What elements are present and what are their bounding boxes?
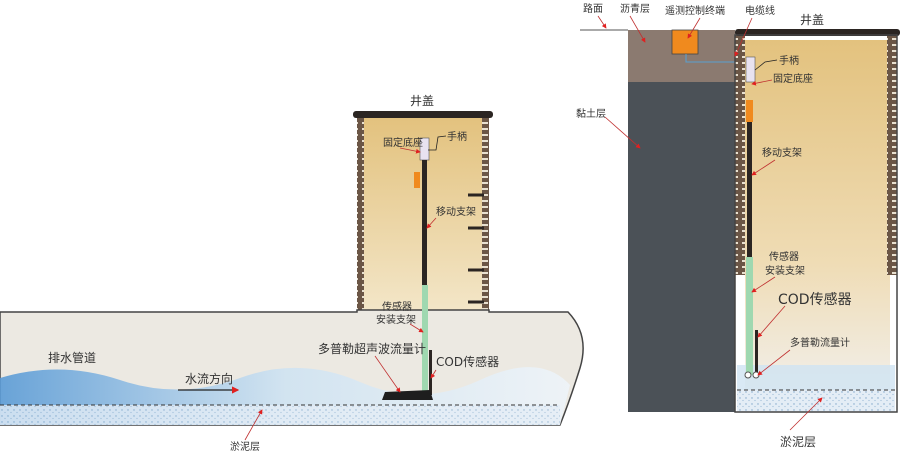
label-cod-sensor-right: COD传感器 bbox=[778, 291, 852, 308]
label-handle-right: 手柄 bbox=[779, 54, 799, 67]
telemetry-terminal bbox=[671, 29, 699, 55]
doppler-meter bbox=[382, 390, 433, 400]
label-road-surface: 路面 bbox=[583, 2, 603, 15]
sludge bbox=[0, 405, 560, 425]
ladder-steps bbox=[468, 193, 484, 304]
clay-layer bbox=[628, 82, 735, 412]
label-sludge-layer-right: 淤泥层 bbox=[780, 435, 816, 449]
label-sensor-mount-2: 安装支架 bbox=[376, 313, 416, 326]
moving-bracket-right bbox=[747, 122, 752, 257]
shaft-interior-right bbox=[745, 40, 890, 412]
label-doppler-meter: 多普勒超声波流量计 bbox=[318, 341, 426, 356]
fixed-base-right bbox=[745, 56, 756, 83]
shaft-wall-left bbox=[357, 118, 364, 312]
orange-module bbox=[414, 172, 420, 188]
shaft-wall-left-right bbox=[735, 35, 745, 275]
right-diagram: 路面 沥青层 遥测控制终端 电缆线 井盖 手柄 固定底座 黏土层 移动支架 传感… bbox=[576, 2, 900, 449]
doppler-meter-right bbox=[744, 371, 752, 379]
cod-sensor-probe bbox=[429, 350, 432, 395]
label-sensor-mount-right-1: 传感器 bbox=[769, 250, 799, 263]
shaft-outline bbox=[734, 34, 898, 413]
label-cod-sensor: COD传感器 bbox=[436, 354, 499, 369]
sensor-mount-bracket bbox=[422, 285, 428, 395]
sensor-mount-bracket-right bbox=[746, 257, 753, 375]
label-manhole-cover-right: 井盖 bbox=[800, 13, 824, 27]
shaft-wall-right bbox=[482, 118, 489, 312]
label-cable: 电缆线 bbox=[745, 4, 775, 17]
label-fixed-base-right: 固定底座 bbox=[773, 72, 813, 85]
manhole-cover bbox=[353, 111, 493, 118]
label-sludge-layer: 淤泥层 bbox=[230, 440, 260, 453]
label-sensor-mount-right-2: 安装支架 bbox=[765, 264, 805, 277]
orange-module-right bbox=[746, 100, 753, 122]
label-drain-pipe: 排水管道 bbox=[48, 350, 96, 365]
water-right bbox=[737, 365, 895, 390]
label-sensor-mount-1: 传感器 bbox=[382, 300, 412, 313]
label-moving-bracket: 移动支架 bbox=[436, 205, 476, 218]
label-moving-bracket-right: 移动支架 bbox=[762, 146, 802, 159]
cable bbox=[685, 54, 740, 63]
label-telemetry-terminal: 遥测控制终端 bbox=[665, 4, 725, 17]
left-diagram: 井盖 手柄 固定底座 移动支架 传感器 安装支架 排水管道 水流方向 多普勒超声… bbox=[0, 94, 584, 453]
moving-bracket bbox=[422, 160, 427, 285]
shaft-wall-right-right bbox=[887, 35, 897, 275]
label-asphalt-layer: 沥青层 bbox=[620, 2, 650, 15]
label-fixed-base: 固定底座 bbox=[383, 136, 423, 149]
leader-lines bbox=[244, 135, 447, 441]
leader-lines-right bbox=[597, 15, 823, 431]
sludge-right bbox=[737, 390, 895, 412]
label-doppler-meter-right: 多普勒流量计 bbox=[790, 336, 850, 349]
label-clay-layer: 黏土层 bbox=[576, 107, 606, 120]
label-flow-direction: 水流方向 bbox=[185, 371, 233, 386]
label-manhole-cover: 井盖 bbox=[410, 94, 434, 108]
cod-sensor-probe-right bbox=[755, 330, 758, 372]
label-handle: 手柄 bbox=[447, 130, 467, 143]
